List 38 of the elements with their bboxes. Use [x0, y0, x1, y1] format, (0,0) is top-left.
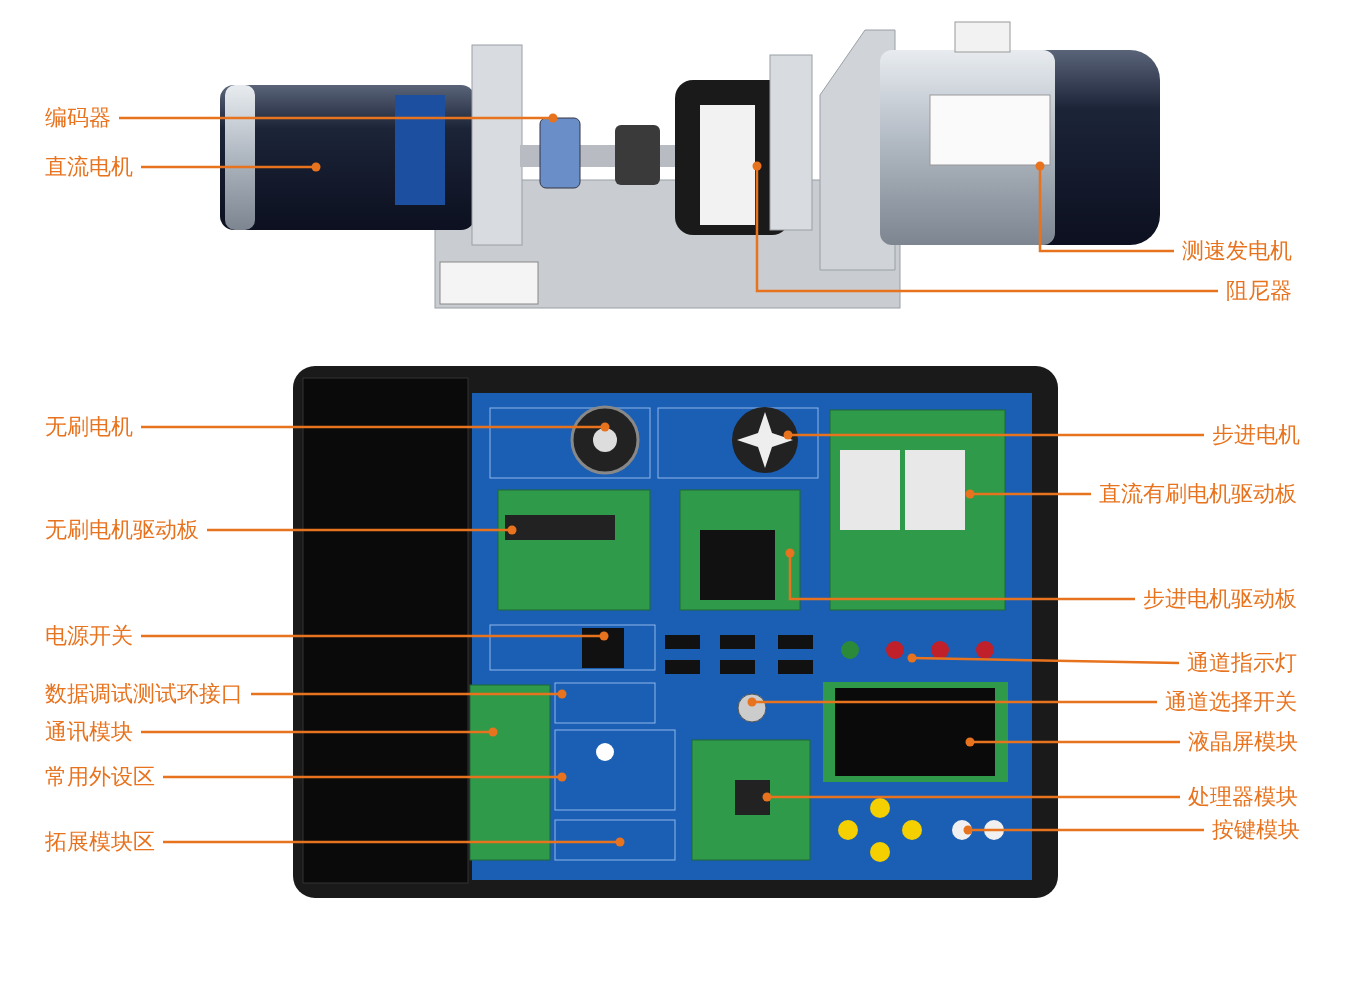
leader-line — [785, 548, 1135, 601]
leader-line — [163, 837, 625, 847]
callout-label: 测速发电机 — [1182, 238, 1292, 264]
leader-line — [965, 489, 1091, 499]
callout-label: 直流有刷电机驱动板 — [1099, 481, 1297, 507]
callout-label: 电源开关 — [45, 623, 133, 649]
leader-line — [207, 525, 517, 535]
leader-line — [141, 727, 498, 737]
leader-line — [163, 772, 567, 782]
leader-line — [752, 161, 1218, 293]
callout-label: 阻尼器 — [1226, 278, 1292, 304]
leader-line — [141, 422, 610, 432]
callout-label: 通讯模块 — [45, 719, 133, 745]
callout-label: 无刷电机驱动板 — [45, 517, 199, 543]
callout-label: 处理器模块 — [1188, 784, 1298, 810]
leader-line — [965, 737, 1180, 747]
callout-label: 通道指示灯 — [1187, 650, 1297, 676]
callout-label: 步进电机驱动板 — [1143, 586, 1297, 612]
callout-label: 步进电机 — [1212, 422, 1300, 448]
callout-label: 液晶屏模块 — [1188, 729, 1298, 755]
callout-label: 常用外设区 — [45, 764, 155, 790]
leader-line — [907, 653, 1180, 665]
callout-label: 编码器 — [45, 105, 111, 131]
callout-label: 直流电机 — [45, 154, 133, 180]
callout-label: 数据调试测试环接口 — [45, 681, 243, 707]
leader-line — [141, 631, 609, 641]
leader-line — [963, 825, 1204, 835]
callout-label: 无刷电机 — [45, 414, 133, 440]
leader-line — [783, 430, 1204, 440]
leader-line — [747, 697, 1157, 707]
leader-line — [141, 162, 321, 172]
callout-label: 按键模块 — [1212, 817, 1300, 843]
leader-line — [119, 113, 558, 123]
callout-label: 拓展模块区 — [45, 829, 155, 855]
leader-line — [1035, 161, 1174, 253]
leader-line — [762, 792, 1180, 802]
leader-line — [251, 689, 567, 699]
callout-label: 通道选择开关 — [1165, 689, 1297, 715]
